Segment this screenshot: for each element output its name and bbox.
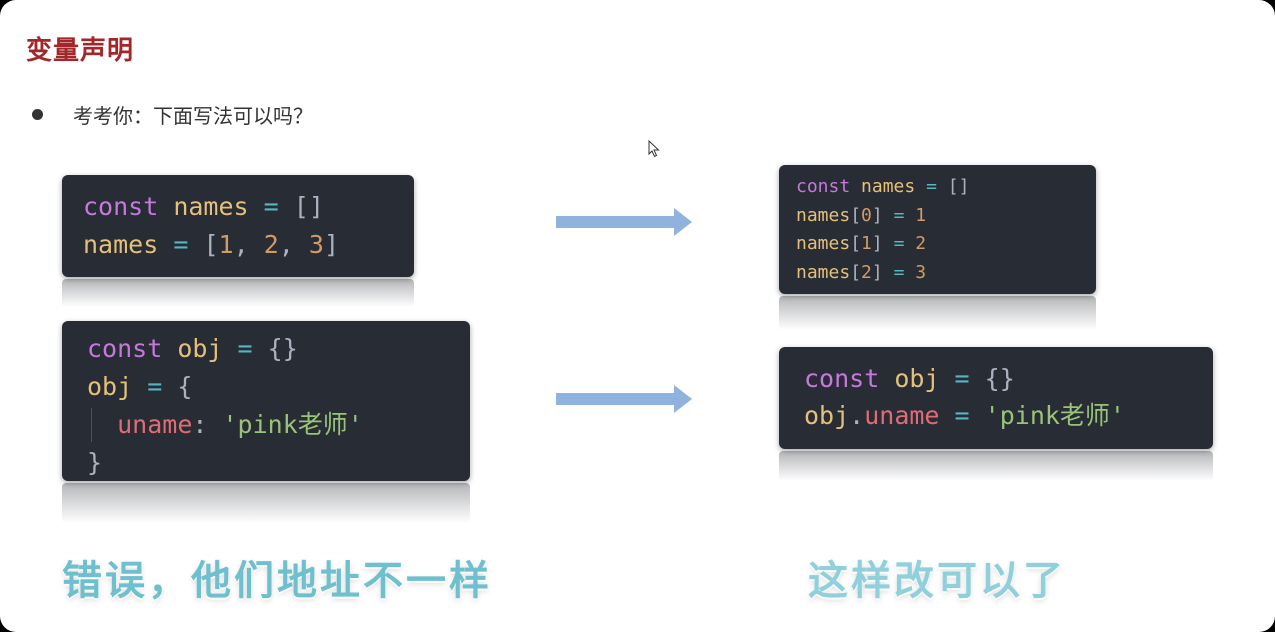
code-token: =: [237, 334, 253, 363]
code-token: =: [263, 192, 279, 221]
code-token: =: [147, 372, 163, 401]
code-token: names: [796, 261, 851, 283]
code-token: uname: [864, 401, 940, 430]
caption-wrong: 错误，他们地址不一样: [62, 558, 492, 604]
code-token: []: [947, 176, 970, 197]
code-token: =: [893, 261, 905, 283]
code-token: obj: [177, 334, 223, 363]
code-token: 'pink老师': [984, 401, 1125, 430]
code-token: names: [796, 233, 851, 254]
code-token: 0: [861, 204, 872, 226]
code-token: {}: [267, 334, 298, 363]
slide-title: 变量声明: [26, 36, 135, 66]
right-arrow-icon: [556, 385, 692, 413]
code-token: []: [293, 192, 324, 221]
code-token: ]: [871, 204, 883, 226]
code-token: ,: [278, 230, 294, 259]
code-token: ]: [323, 230, 340, 259]
code-token: uname: [117, 410, 193, 439]
code-token: 1: [861, 233, 872, 254]
bullet-dot-icon: [32, 109, 43, 120]
code-token: const: [796, 176, 851, 197]
code-token: obj: [87, 372, 133, 401]
code-token: }: [87, 448, 103, 477]
code-reflection: [62, 279, 414, 307]
right-arrow-icon: [556, 208, 692, 236]
code-token: names: [173, 192, 249, 221]
code-token: =: [954, 401, 970, 430]
code-token: names: [796, 204, 851, 226]
code-token: const: [83, 192, 159, 221]
code-token: {: [177, 372, 193, 401]
bullet-item: 考考你：下面写法可以吗？: [32, 100, 313, 129]
code-block-obj-property: const obj = {} obj.uname = 'pink老师': [779, 347, 1213, 449]
code-token: const: [87, 334, 163, 363]
code-token: =: [173, 230, 189, 259]
code-token: =: [893, 233, 905, 254]
code-reflection: [779, 451, 1213, 481]
bullet-text: 考考你：下面写法可以吗？: [73, 104, 313, 128]
code-block-obj-reassign: const obj = {} obj = { uname: 'pink老师' }: [62, 321, 470, 481]
code-token: =: [893, 204, 905, 226]
caption-correct: 这样改可以了: [808, 558, 1066, 604]
code-token: const: [804, 364, 880, 393]
code-token: 2: [861, 261, 872, 283]
code-token: 2: [915, 233, 927, 254]
code-token: ]: [871, 233, 883, 254]
code-token: obj: [804, 401, 850, 430]
code-token: ,: [233, 230, 249, 259]
code-token: [: [203, 230, 219, 259]
code-token: =: [954, 364, 970, 393]
code-reflection: [779, 296, 1096, 330]
indent-guide: [91, 408, 92, 442]
mouse-pointer-icon: [648, 140, 660, 158]
code-token: =: [926, 176, 937, 197]
code-token: {}: [984, 364, 1015, 393]
code-block-names-index: const names = [] names[0] = 1 names[1] =…: [779, 165, 1096, 294]
code-token: obj: [894, 364, 940, 393]
code-token: 2: [263, 230, 279, 259]
code-token: ]: [871, 261, 883, 283]
code-token: .: [849, 401, 865, 430]
code-token: :: [192, 410, 208, 439]
code-token: names: [861, 176, 916, 197]
code-token: 3: [915, 261, 927, 283]
code-token: 1: [915, 204, 927, 226]
code-token: [: [850, 204, 862, 226]
code-token: 1: [218, 230, 234, 259]
code-token: [: [850, 261, 862, 283]
code-block-names-reassign: const names = [] names = [1, 2, 3]: [62, 175, 414, 277]
code-token: 3: [308, 230, 324, 259]
code-token: names: [83, 230, 159, 259]
code-token: [: [850, 233, 862, 254]
code-token: 'pink老师': [222, 410, 363, 439]
code-reflection: [62, 483, 470, 523]
